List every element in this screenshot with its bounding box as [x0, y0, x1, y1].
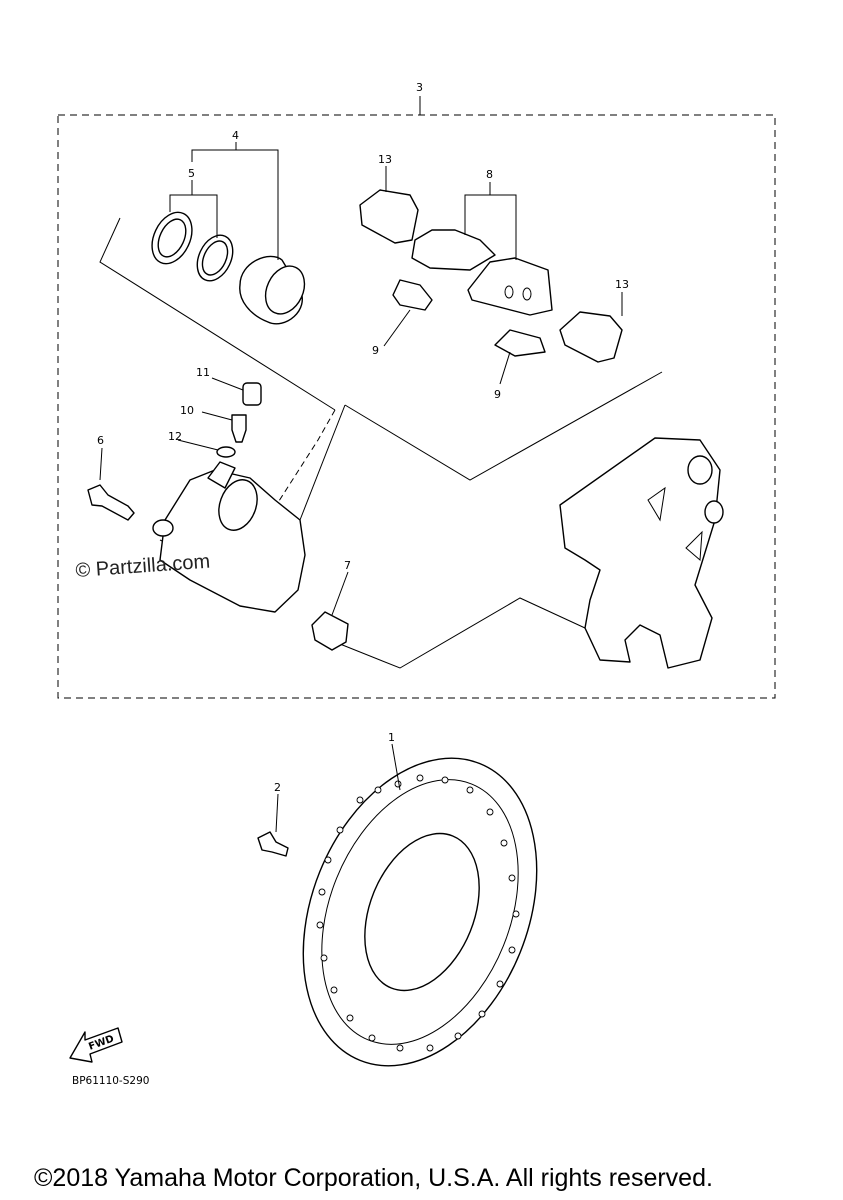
pad-shim-left	[359, 189, 419, 244]
bracket-plate	[559, 437, 721, 669]
pad-spring-left	[392, 279, 433, 311]
brake-pad-left	[411, 229, 496, 271]
caliper-bolt	[87, 484, 135, 521]
disc-inner-ring	[321, 779, 519, 1045]
disc-bolt-body	[257, 831, 289, 857]
callout-9a: 9	[372, 344, 379, 357]
callout-leaders	[99, 96, 623, 833]
callout-13a: 13	[378, 153, 392, 166]
bleed-screw-group	[216, 382, 262, 458]
caliper-bracket	[559, 437, 724, 669]
callout-3: 3	[416, 81, 423, 94]
callout-2: 2	[274, 781, 281, 794]
callout-1: 1	[388, 731, 395, 744]
pad-springs	[392, 279, 546, 357]
bleed-cap	[242, 382, 262, 406]
bleed-washer	[216, 446, 236, 458]
callout-8: 8	[486, 168, 493, 181]
caliper-bolt-body	[87, 484, 135, 521]
callout-11: 11	[196, 366, 210, 379]
callout-10: 10	[180, 404, 194, 417]
copyright-notice: ©2018 Yamaha Motor Corporation, U.S.A. A…	[34, 1164, 713, 1192]
fwd-arrow: FWD	[69, 1027, 123, 1063]
brake-disc	[302, 757, 538, 1067]
pad-shim-right	[559, 311, 623, 363]
caliper-bore	[218, 479, 258, 531]
bracket-stopper	[704, 500, 724, 524]
callout-12: 12	[168, 430, 182, 443]
disc-bolt	[257, 831, 289, 857]
bleed-port	[207, 461, 236, 489]
callout-13b: 13	[615, 278, 629, 291]
piston-seal-ring-inner	[157, 218, 187, 258]
caliper-body	[152, 461, 306, 613]
callout-9b: 9	[494, 388, 501, 401]
disc-hub	[364, 832, 480, 992]
caliper-mount-hole	[152, 519, 174, 537]
assembly-leader-lines	[99, 217, 663, 669]
callout-4: 4	[232, 129, 239, 142]
callout-7: 7	[344, 559, 351, 572]
slide-pin-boot	[311, 611, 349, 651]
callout-numbers: 3 4 5 13 8 13 9 9 11 10 12 6 7 1 2	[97, 81, 629, 794]
diagram-code: BP61110-S290	[72, 1075, 149, 1087]
fwd-arrow-shape	[69, 1027, 123, 1063]
assembly-boundary	[57, 114, 776, 699]
disc-holes	[316, 774, 520, 1052]
bleed-screw	[231, 414, 247, 443]
pad-spring-right	[494, 329, 546, 357]
boot-body	[311, 611, 349, 651]
brake-piston-face	[264, 265, 306, 315]
callout-6: 6	[97, 434, 104, 447]
piston-seal-kit	[151, 211, 306, 325]
callout-5: 5	[188, 167, 195, 180]
bracket-axle-hole	[687, 455, 713, 485]
dust-seal-ring-inner	[201, 240, 229, 276]
brake-pad-kit	[359, 189, 623, 363]
